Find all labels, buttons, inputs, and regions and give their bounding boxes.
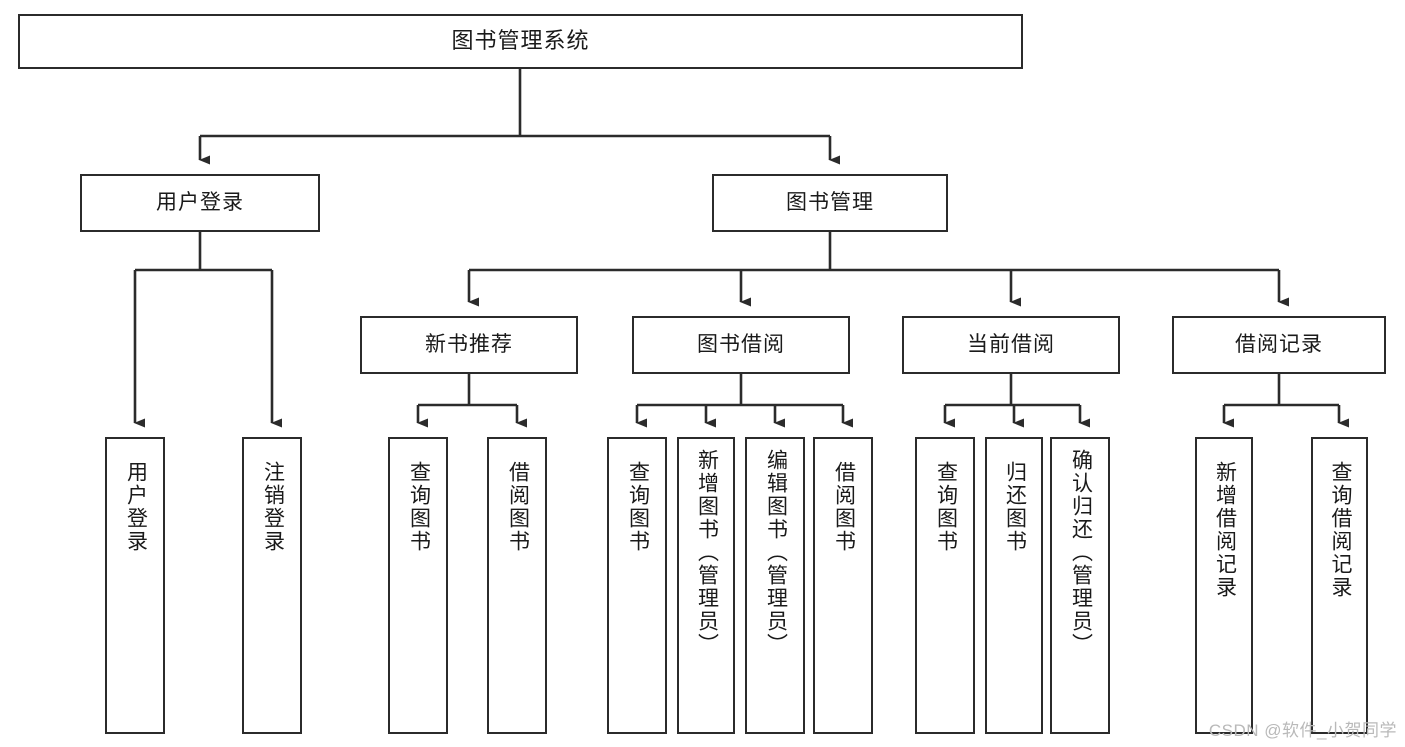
- node-leaf-query-book-recommend[interactable]: 查询图书: [388, 437, 448, 734]
- node-leaf-add-borrow-record[interactable]: 新增借阅记录: [1195, 437, 1253, 734]
- node-book-borrow[interactable]: 图书借阅: [632, 316, 850, 374]
- node-label: 借阅记录: [1235, 333, 1323, 357]
- node-borrow-record[interactable]: 借阅记录: [1172, 316, 1386, 374]
- node-label: 用户登录: [124, 461, 148, 553]
- node-leaf-confirm-return-admin[interactable]: 确认归还（管理员）: [1050, 437, 1110, 734]
- node-label: 注销登录: [261, 461, 285, 553]
- node-label: 图书管理系统: [451, 28, 590, 54]
- node-leaf-add-book-admin[interactable]: 新增图书（管理员）: [677, 437, 735, 734]
- node-leaf-edit-book-admin[interactable]: 编辑图书（管理员）: [745, 437, 805, 734]
- node-label: 查询借阅记录: [1328, 461, 1352, 599]
- node-leaf-query-book-current[interactable]: 查询图书: [915, 437, 975, 734]
- node-current-borrow[interactable]: 当前借阅: [902, 316, 1120, 374]
- node-label: 借阅图书: [506, 461, 530, 553]
- node-label: 归还图书: [1003, 461, 1027, 553]
- node-leaf-return-book[interactable]: 归还图书: [985, 437, 1043, 734]
- node-leaf-borrow-book-recommend[interactable]: 借阅图书: [487, 437, 547, 734]
- node-new-book-recommend[interactable]: 新书推荐: [360, 316, 578, 374]
- node-label: 编辑图书（管理员）: [764, 449, 788, 656]
- node-label: 新增借阅记录: [1213, 461, 1237, 599]
- node-leaf-query-book-borrow[interactable]: 查询图书: [607, 437, 667, 734]
- node-label: 图书管理: [786, 191, 874, 215]
- node-label: 当前借阅: [967, 333, 1055, 357]
- node-leaf-user-login[interactable]: 用户登录: [105, 437, 165, 734]
- node-label: 新增图书（管理员）: [695, 449, 719, 656]
- node-label: 借阅图书: [832, 461, 856, 553]
- node-label: 查询图书: [934, 461, 958, 553]
- node-label: 查询图书: [407, 461, 431, 553]
- node-label: 图书借阅: [697, 333, 785, 357]
- node-user-login[interactable]: 用户登录: [80, 174, 320, 232]
- node-leaf-logout[interactable]: 注销登录: [242, 437, 302, 734]
- node-book-manage[interactable]: 图书管理: [712, 174, 948, 232]
- node-label: 查询图书: [626, 461, 650, 553]
- node-root-system[interactable]: 图书管理系统: [18, 14, 1023, 69]
- watermark-text: CSDN @软件_小贺同学: [1208, 721, 1397, 740]
- node-leaf-query-borrow-record[interactable]: 查询借阅记录: [1311, 437, 1368, 734]
- node-leaf-borrow-book-borrow[interactable]: 借阅图书: [813, 437, 873, 734]
- node-label: 确认归还（管理员）: [1069, 449, 1093, 656]
- node-label: 用户登录: [156, 191, 244, 215]
- node-label: 新书推荐: [425, 333, 513, 357]
